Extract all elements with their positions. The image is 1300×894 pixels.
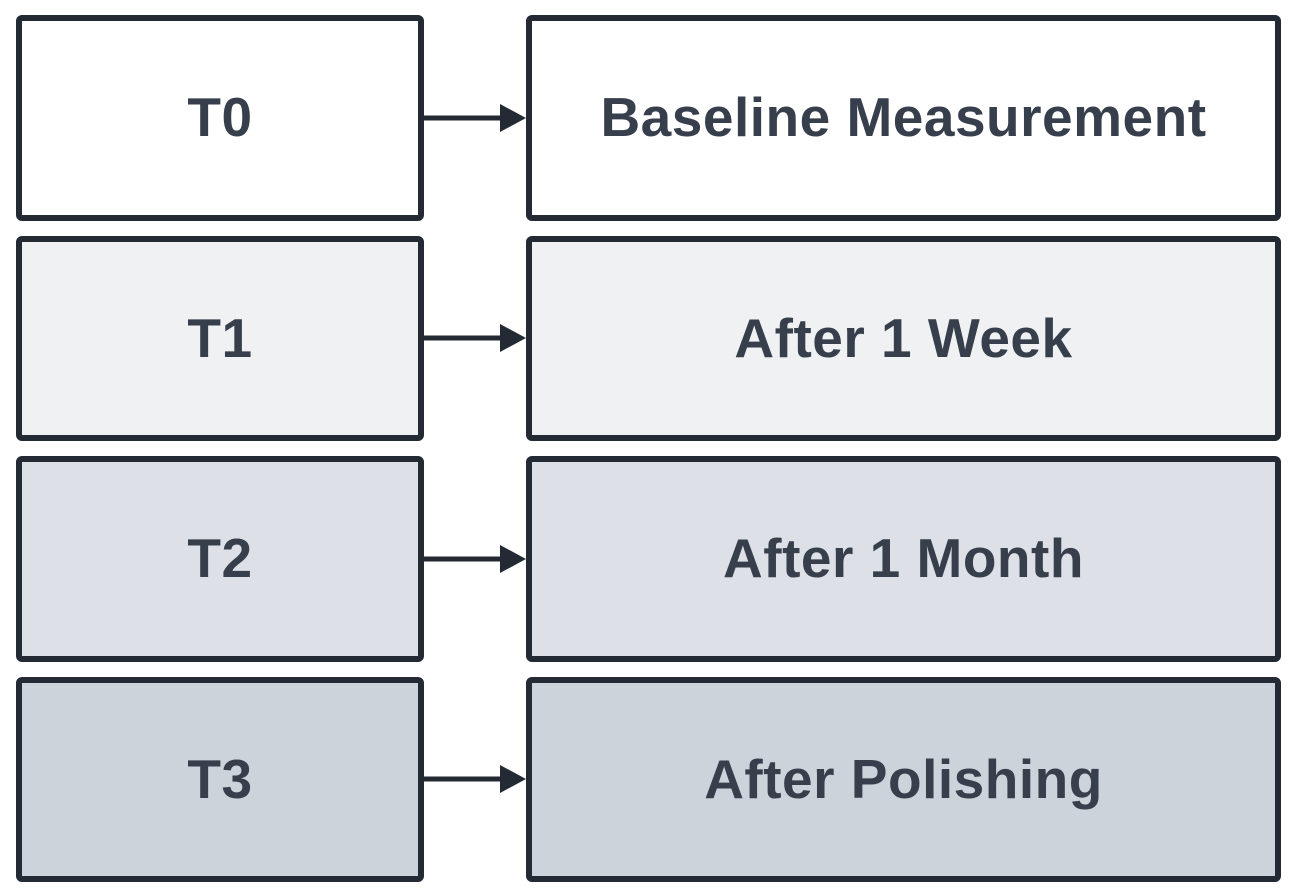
timeline-row-t1: T1 After 1 Week: [16, 235, 1281, 442]
timepoint-label-t1: T1: [187, 306, 253, 369]
timepoint-box-t2: T2: [16, 456, 424, 662]
arrow-right-icon: [424, 15, 526, 221]
timepoint-box-t0: T0: [16, 15, 424, 221]
description-box-t3: After Polishing: [526, 676, 1281, 882]
timepoint-label-t2: T2: [187, 527, 253, 590]
description-box-t2: After 1 Month: [526, 456, 1281, 662]
description-label-t3: After Polishing: [704, 747, 1103, 810]
arrow-right-icon: [424, 456, 526, 662]
description-box-t0: Baseline Measurement: [526, 15, 1281, 221]
timepoint-label-t3: T3: [187, 747, 253, 810]
arrow-right-icon: [424, 677, 526, 883]
timeline-row-t0: T0 Baseline Measurement: [16, 15, 1281, 221]
timepoint-label-t0: T0: [187, 86, 253, 149]
description-label-t1: After 1 Week: [734, 306, 1073, 369]
timeline-row-t2: T2 After 1 Month: [16, 456, 1281, 662]
arrow-right-icon: [424, 236, 526, 442]
description-box-t1: After 1 Week: [526, 235, 1281, 441]
description-label-t0: Baseline Measurement: [600, 86, 1207, 149]
timepoint-box-t3: T3: [16, 676, 424, 882]
timepoint-box-t1: T1: [16, 235, 424, 441]
description-label-t2: After 1 Month: [723, 527, 1084, 590]
timeline-row-t3: T3 After Polishing: [16, 676, 1281, 883]
